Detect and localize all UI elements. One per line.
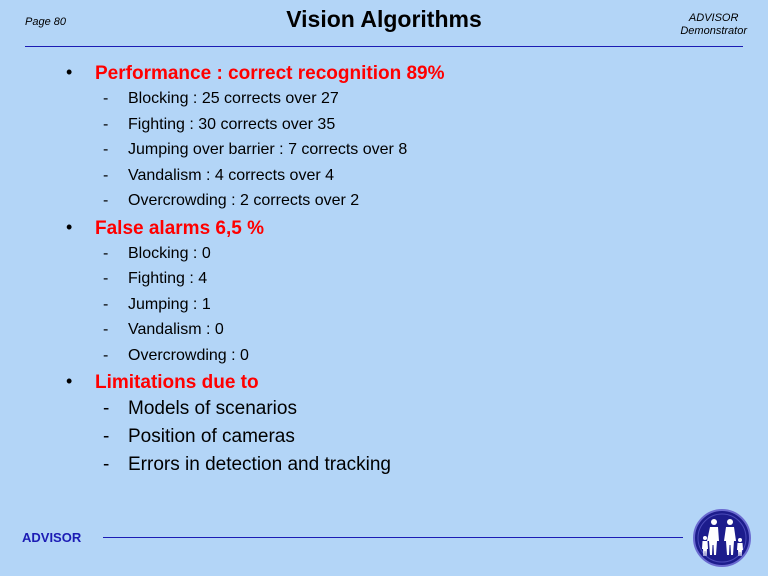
- bullet-heading: Performance : correct recognition 89%: [95, 63, 445, 84]
- sub-item: - Fighting : 4: [0, 267, 768, 293]
- sub-dash: -: [103, 426, 110, 447]
- header-brand-line2: Demonstrator: [680, 25, 747, 37]
- sub-text: Fighting : 4: [128, 270, 208, 287]
- page-number: Page 80: [25, 16, 66, 28]
- slide-content: • Performance : correct recognition 89% …: [0, 60, 768, 480]
- sub-item: - Vandalism : 4 corrects over 4: [0, 164, 768, 190]
- sub-item: - Blocking : 0: [0, 242, 768, 268]
- footer-divider: [103, 537, 683, 538]
- sub-dash: -: [103, 398, 110, 419]
- sub-dash: -: [103, 90, 109, 107]
- sub-text: Models of scenarios: [128, 398, 297, 419]
- bullet-heading: Limitations due to: [95, 372, 259, 393]
- sub-item: - Errors in detection and tracking: [0, 452, 768, 480]
- sub-text: Overcrowding : 2 corrects over 2: [128, 192, 360, 209]
- sub-text: Blocking : 0: [128, 244, 211, 262]
- page-title: Vision Algorithms: [286, 6, 482, 32]
- sub-item: - Vandalism : 0: [0, 318, 768, 344]
- sub-text: Vandalism : 4 corrects over 4: [128, 166, 335, 184]
- header-divider: [25, 46, 743, 47]
- sub-item: - Position of cameras: [0, 424, 768, 452]
- advisor-family-logo-icon: [693, 509, 751, 567]
- sub-item: - Jumping : 1: [0, 293, 768, 319]
- sub-text: Fighting : 30 corrects over 35: [128, 115, 336, 133]
- sub-dash: -: [103, 295, 109, 313]
- footer-label: ADVISOR: [22, 530, 82, 545]
- sub-item: - Models of scenarios: [0, 396, 768, 424]
- sub-text: Vandalism : 0: [128, 321, 224, 338]
- sub-item: - Overcrowding : 0: [0, 344, 768, 370]
- sub-item: - Blocking : 25 corrects over 27: [0, 87, 768, 113]
- bullet-heading: False alarms 6,5 %: [95, 217, 264, 239]
- bullet-limitations: • Limitations due to: [0, 369, 768, 396]
- sub-item: - Jumping over barrier : 7 corrects over…: [0, 138, 768, 164]
- bullet-performance: • Performance : correct recognition 89%: [0, 60, 768, 87]
- sub-dash: -: [103, 192, 109, 209]
- sub-dash: -: [103, 454, 110, 475]
- sub-dash: -: [103, 346, 109, 364]
- sub-dash: -: [103, 270, 109, 287]
- bullet-false-alarms: • False alarms 6,5 %: [0, 215, 768, 242]
- sub-item: - Overcrowding : 2 corrects over 2: [0, 189, 768, 215]
- sub-text: Position of cameras: [128, 426, 295, 447]
- sub-item: - Fighting : 30 corrects over 35: [0, 113, 768, 139]
- sub-text: Errors in detection and tracking: [128, 454, 391, 475]
- sub-text: Overcrowding : 0: [128, 346, 249, 364]
- sub-text: Jumping over barrier : 7 corrects over 8: [128, 141, 408, 158]
- sub-dash: -: [103, 321, 109, 338]
- sub-dash: -: [103, 166, 109, 184]
- sub-text: Jumping : 1: [128, 295, 211, 313]
- sub-dash: -: [103, 115, 109, 133]
- sub-dash: -: [103, 141, 109, 158]
- sub-dash: -: [103, 244, 109, 262]
- bullet-dot: •: [66, 371, 73, 391]
- bullet-dot: •: [66, 62, 73, 82]
- sub-text: Blocking : 25 corrects over 27: [128, 90, 339, 107]
- header-brand: ADVISOR Demonstrator: [680, 12, 747, 38]
- header-brand-line1: ADVISOR: [688, 12, 739, 24]
- bullet-dot: •: [66, 216, 73, 237]
